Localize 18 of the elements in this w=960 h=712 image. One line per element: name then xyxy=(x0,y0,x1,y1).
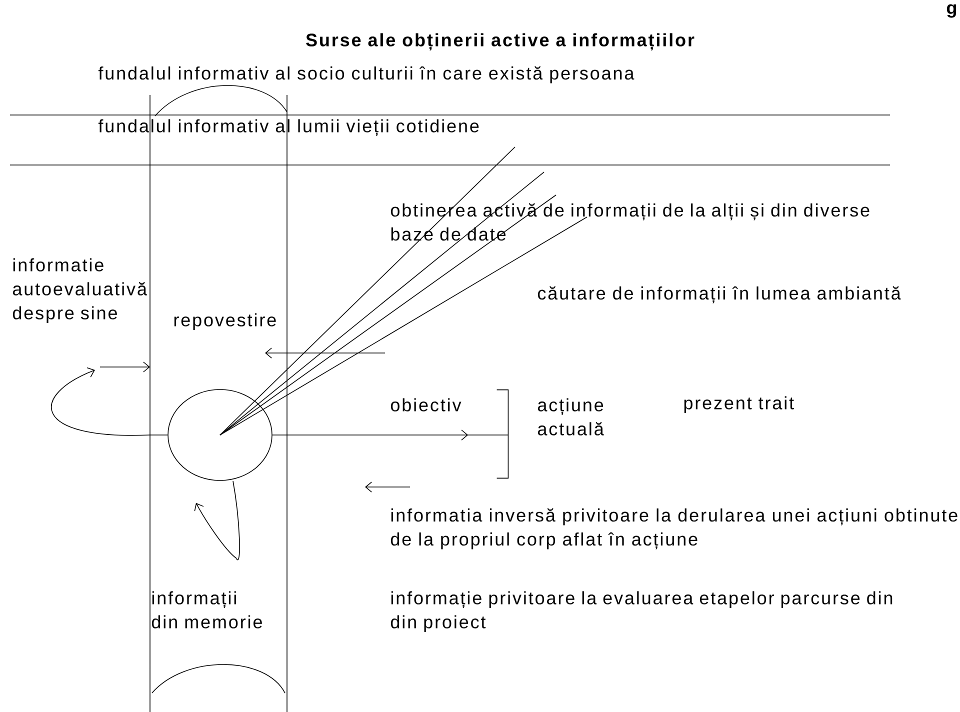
label-text: obiectiv xyxy=(390,398,462,412)
label-text: fundalul informativ al socio culturii în care există persoana xyxy=(98,66,634,84)
title: Surse ale obținerii active a informațiilor xyxy=(306,33,694,50)
circle xyxy=(168,389,272,481)
label-text: căutare de informații în lumea ambiantă xyxy=(538,286,901,304)
loop-arrow xyxy=(194,480,240,560)
label-text: informatie autoevaluativă despre sine xyxy=(12,258,147,323)
label-text: repovestire xyxy=(174,313,276,330)
bracket xyxy=(496,389,509,479)
label-text: informatia inversă privitoare la derularea unei acțiuni obtinute de la propriul corp aflat în acțiune xyxy=(390,508,958,550)
label-text: informații din memorie xyxy=(152,591,262,628)
label-text: g xyxy=(946,4,956,18)
ray-line xyxy=(220,216,588,436)
label-text: acțiune actuală xyxy=(538,398,604,436)
ray-line xyxy=(220,146,516,436)
label-text: prezent trait xyxy=(684,396,794,413)
label-text: informație privitoare la evaluarea etapelor parcurse din din proiect xyxy=(390,591,892,632)
curved-arrow xyxy=(51,367,168,436)
